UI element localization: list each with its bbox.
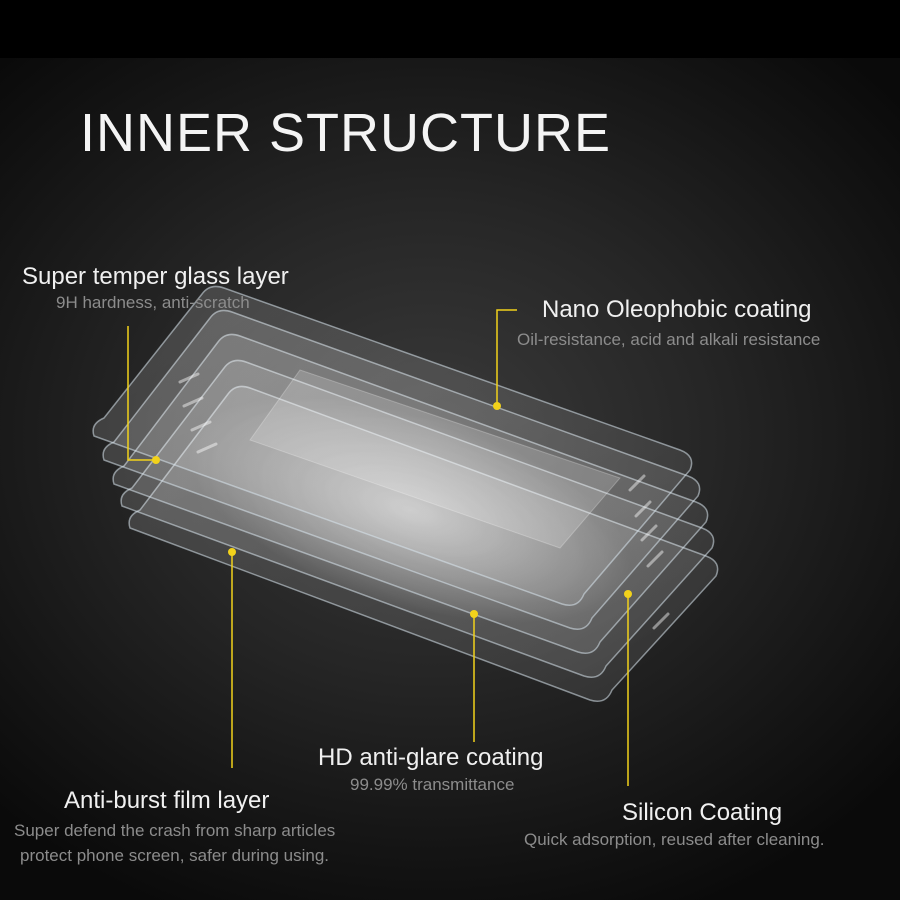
page-title: INNER STRUCTURE: [80, 103, 612, 163]
callout-burst-label: Anti-burst film layer: [64, 787, 270, 814]
callout-hd-sub: 99.99% transmittance: [350, 775, 515, 794]
callout-glass-sub: 9H hardness, anti-scratch: [56, 293, 250, 312]
leader-nano: [496, 309, 517, 406]
callout-burst-sub-2: protect phone screen, safer during using…: [20, 846, 330, 865]
leader-lines: [127, 309, 629, 786]
screen-window-highlight: [249, 369, 621, 549]
glass-layer-stack: [92, 285, 719, 702]
glass-layer-1: [92, 285, 693, 606]
callout-silicon-label: Silicon Coating: [622, 799, 783, 826]
callout-glass-label: Super temper glass layer: [22, 263, 289, 290]
callout-silicon-sub: Quick adsorption, reused after cleaning.: [524, 830, 825, 849]
leader-dots: [152, 402, 632, 618]
callout-hd-label: HD anti-glare coating: [318, 744, 544, 771]
callout-nano-label: Nano Oleophobic coating: [542, 296, 812, 323]
leader-glass: [127, 326, 156, 461]
callout-nano-sub: Oil-resistance, acid and alkali resistan…: [517, 330, 821, 349]
speaker-slot-marks: [178, 372, 670, 630]
callout-burst-sub-1: Super defend the crash from sharp articl…: [14, 821, 336, 840]
